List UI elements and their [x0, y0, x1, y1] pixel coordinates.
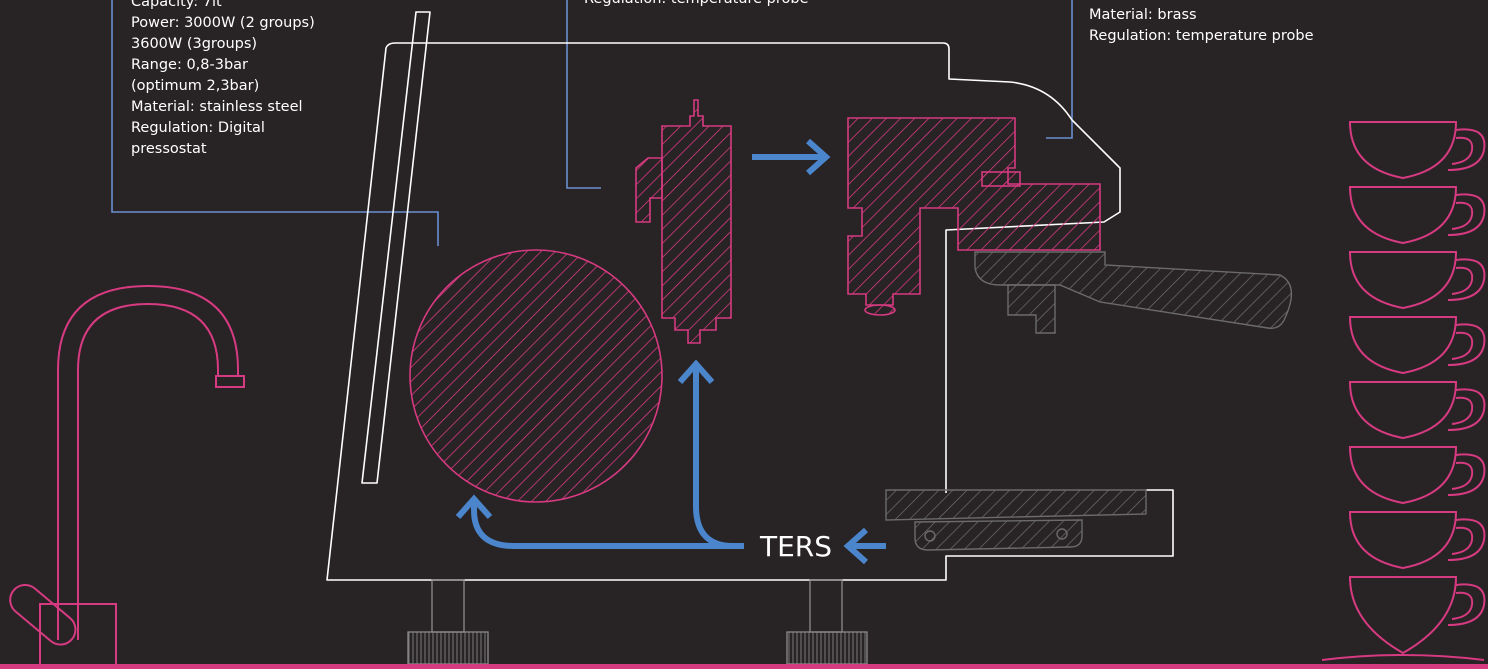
machine-body: [326, 11, 1174, 581]
machine-outline-bottom: [326, 47, 1174, 581]
heat-exchanger: [635, 99, 732, 344]
machine-feet: [407, 579, 868, 665]
boiler-spec-line: (optimum 2,3bar): [131, 78, 260, 94]
boiler-spec-line: Power: 3000W (2 groups): [131, 15, 315, 31]
boiler-spec-line: Range: 0,8-3bar: [131, 57, 249, 73]
group-spec-line: Material: brass: [1089, 7, 1197, 23]
heater-spec-text: Regulation: temperature probe: [584, 0, 809, 10]
heater-leader-line: [566, 0, 601, 189]
flow-arrows: [455, 138, 886, 565]
arrow-icon: [471, 502, 744, 549]
boiler-spec-line: pressostat: [131, 141, 207, 157]
boiler-spec-line: Capacity: 7lt: [131, 0, 222, 10]
boiler-leader-line: [111, 0, 439, 246]
boiler-spec-line: 3600W (3groups): [131, 36, 258, 52]
coffee-cup-stack-icon: [1321, 121, 1486, 661]
glass-panel: [361, 11, 431, 484]
machine-outline: [395, 42, 1121, 493]
group-leader-line: [1046, 0, 1073, 139]
boiler: [409, 249, 663, 503]
brew-group: [847, 117, 1101, 316]
faucet-icon: [9, 284, 245, 667]
boiler-spec-line: Material: stainless steel: [131, 99, 303, 115]
arrow-icon: [693, 368, 744, 549]
drip-tray: [885, 489, 1147, 551]
leader-lines: [111, 0, 1073, 246]
water-inlet-label: TERS: [759, 530, 832, 563]
countertop: [0, 664, 1488, 669]
boiler-spec-text: Capacity: 7lt Power: 3000W (2 groups) 36…: [131, 0, 315, 160]
heater-spec-line: Regulation: temperature probe: [584, 0, 809, 10]
boiler-spec-line: Regulation: Digital: [131, 120, 265, 136]
group-spec-text: Material: brass Regulation: temperature …: [1089, 5, 1314, 47]
portafilter: [974, 251, 1293, 334]
group-spec-line: Regulation: temperature probe: [1089, 28, 1314, 44]
